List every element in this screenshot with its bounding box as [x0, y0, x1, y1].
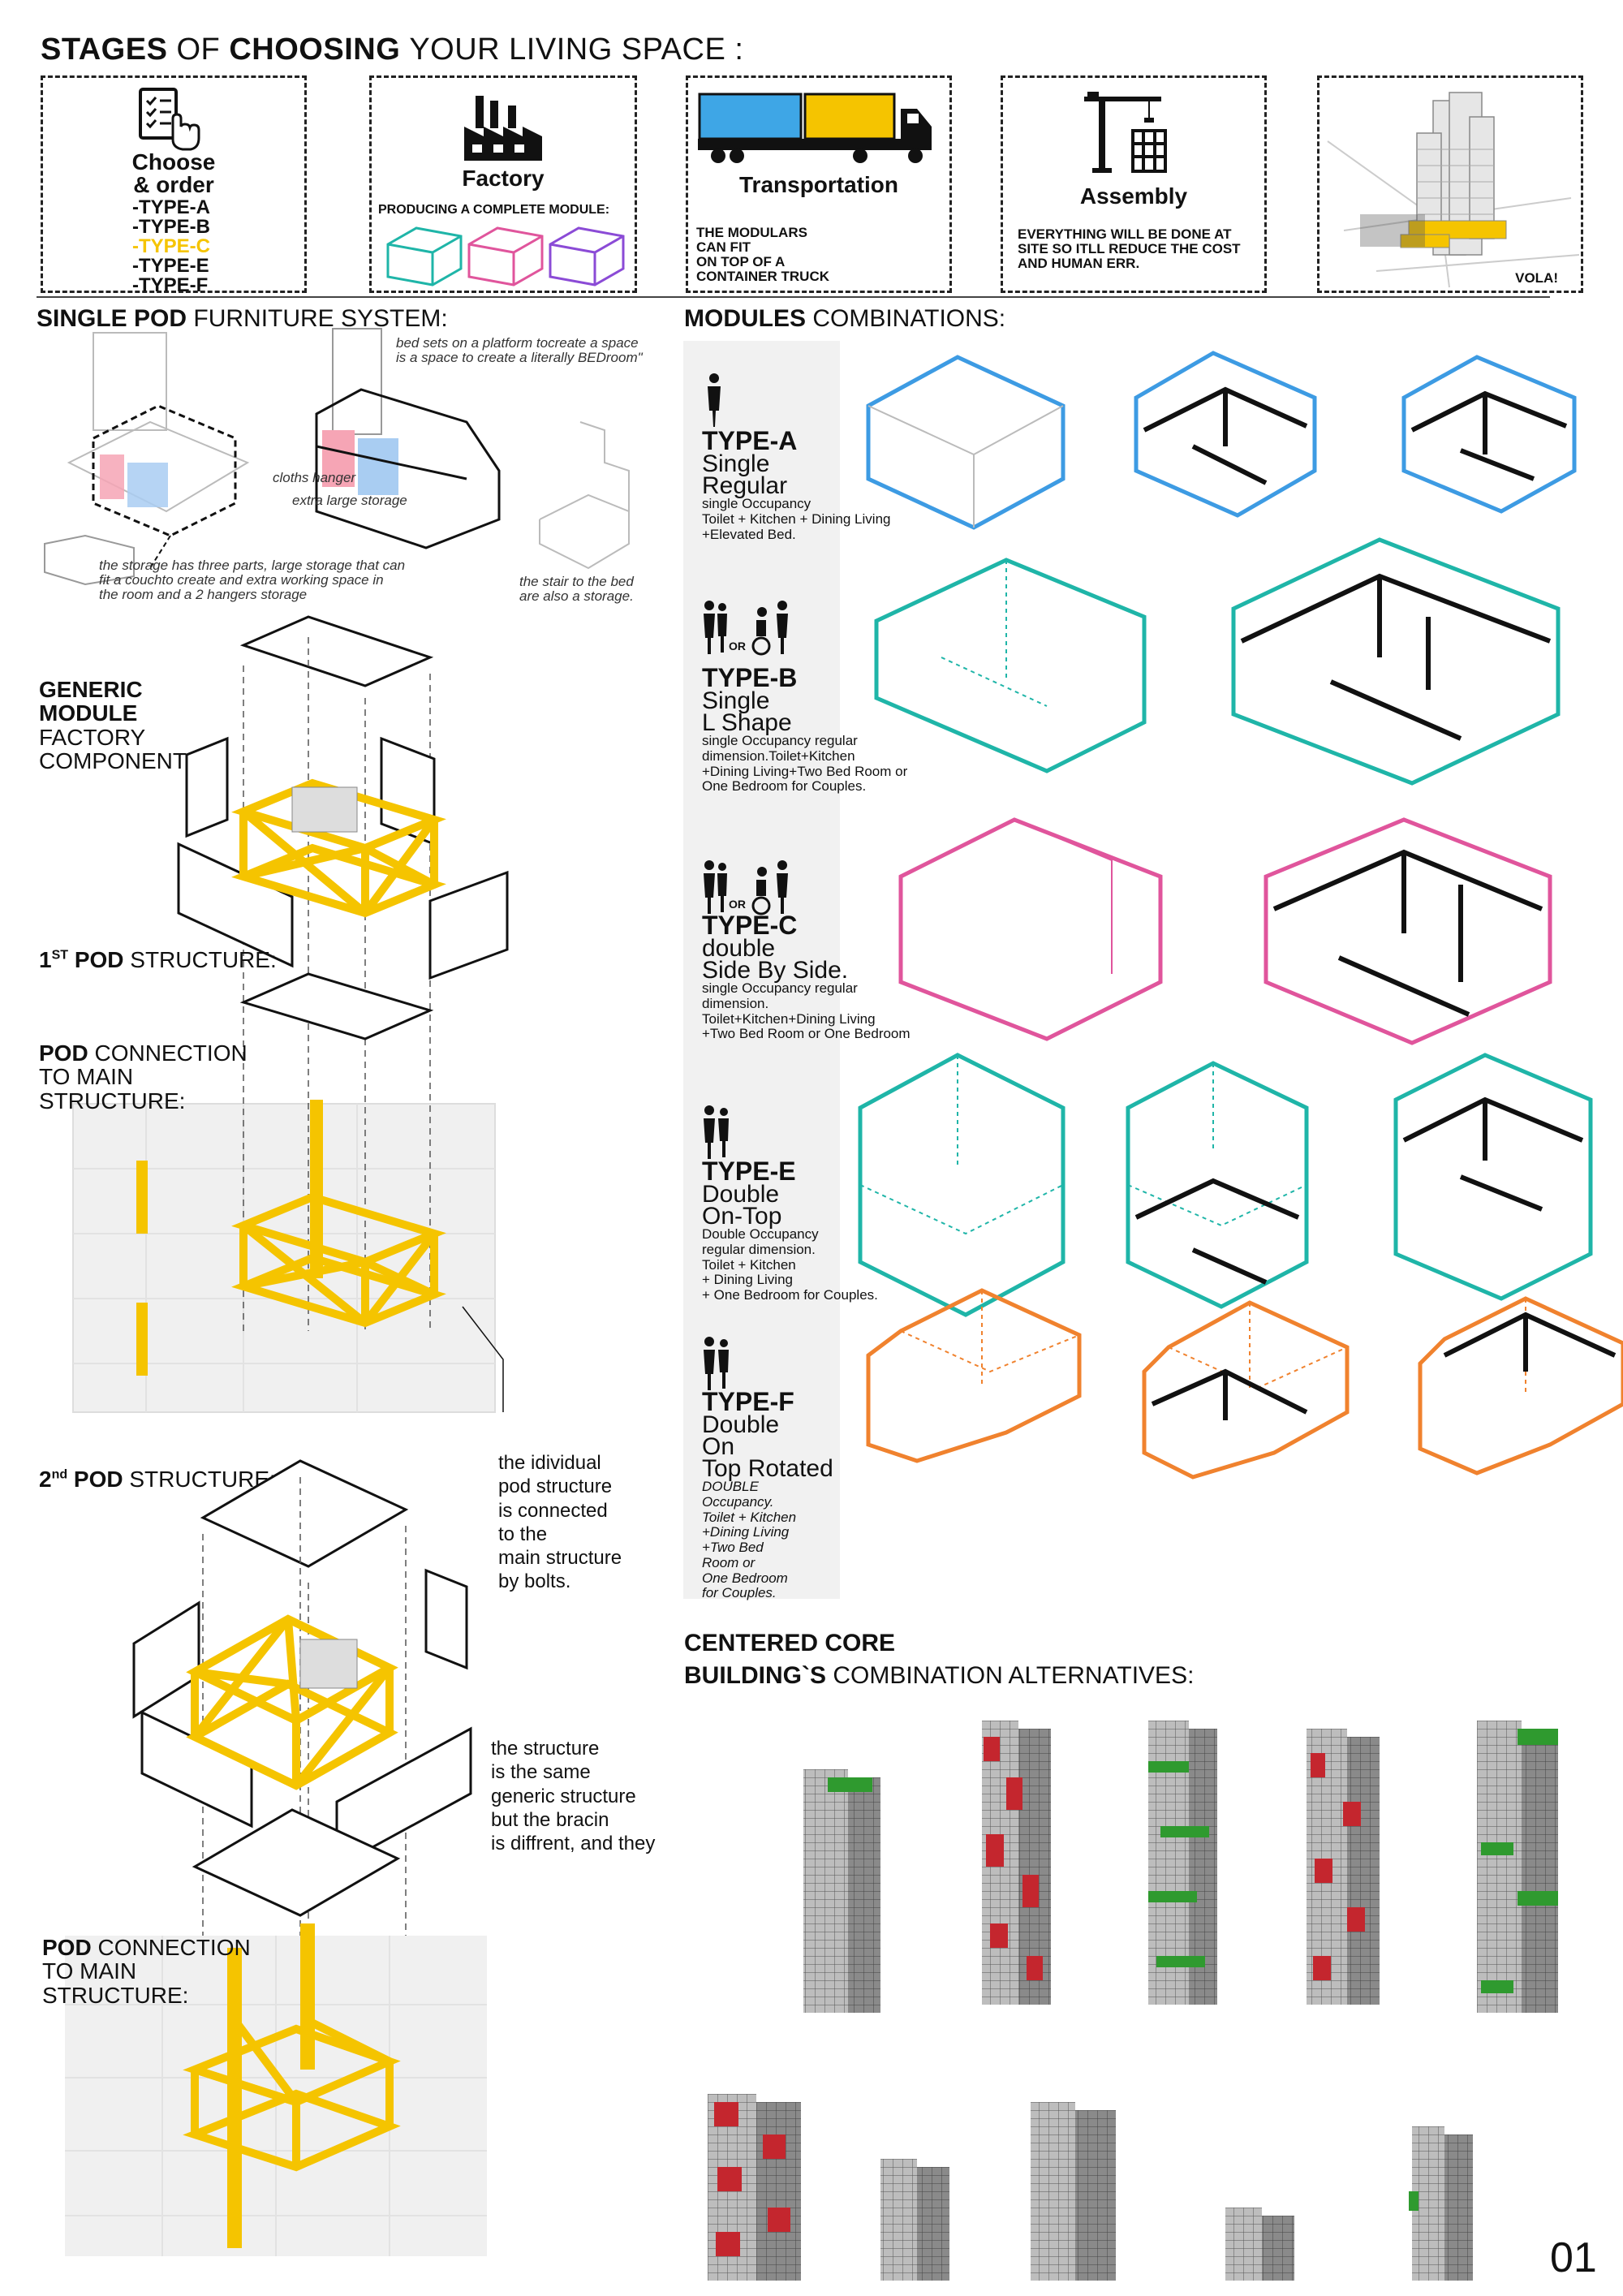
crane-icon [1084, 92, 1167, 173]
type-option[interactable]: -TYPE-B [132, 216, 210, 238]
vola-caption: VOLA! [1515, 270, 1558, 286]
tower-9 [1225, 2208, 1294, 2281]
tower-7 [880, 2159, 949, 2281]
tower-10 [1409, 2126, 1473, 2281]
header-divider [37, 296, 1550, 298]
tower-3 [1148, 1721, 1217, 2005]
pod-furniture-heading: SINGLE POD FURNITURE SYSTEM: [37, 305, 448, 332]
type-option-selected[interactable]: -TYPE-C [132, 235, 210, 257]
checklist-icon [139, 88, 200, 151]
person-icon [708, 373, 721, 427]
pod2-structure-label: 2nd POD STRUCTURE: [39, 1467, 276, 1492]
pod1-structure-label: 1ST POD STRUCTURE: [39, 947, 277, 972]
type-a-text: TYPE-A Single Regular single Occupancy T… [702, 426, 891, 542]
people-icon [704, 601, 788, 656]
factory-icon [464, 96, 542, 161]
type-option[interactable]: -TYPE-F [132, 274, 209, 296]
tower-5 [1477, 1721, 1558, 2013]
generic-module-label: GENERIC MODULE FACTORY COMPONENTS [39, 677, 202, 774]
truck-icon [698, 93, 932, 163]
factory-caption: PRODUCING A COMPLETE MODULE: [378, 203, 610, 217]
tower-2 [982, 1721, 1051, 2005]
note-storage: the storage has three parts, large stora… [99, 558, 406, 602]
note-extra-storage: extra large storage [292, 493, 407, 508]
module-diagrams [858, 351, 1623, 1480]
note-cloths: cloths hanger [273, 470, 356, 485]
type-e-text: TYPE-E Double On-Top Double Occupancy re… [702, 1157, 878, 1303]
stage-choose: Choose& order -TYPE-A -TYPE-B -TYPE-C -T… [41, 75, 307, 295]
type-option[interactable]: -TYPE-E [132, 255, 209, 277]
pod-furniture-diagram [44, 328, 630, 586]
or-label: OR [729, 640, 746, 653]
type-b-text: TYPE-B Single L Shape single Occupancy r… [702, 663, 908, 795]
type-f-text: TYPE-F Double On Top Rotated DOUBLE Occu… [702, 1387, 833, 1601]
couple-icon [704, 1337, 729, 1390]
module-icons [386, 226, 625, 286]
factory-title: Factory [462, 166, 545, 191]
stage-vola: VOLA! [1317, 75, 1583, 293]
tower-4 [1307, 1729, 1380, 2005]
tower-8 [1031, 2102, 1116, 2281]
building-render [1327, 92, 1580, 288]
modules-heading: MODULES COMBINATIONS: [684, 305, 1006, 332]
type-c-text: TYPE-C double Side By Side. single Occup… [702, 911, 911, 1042]
tower-6 [708, 2094, 801, 2281]
page-title: STAGES OF CHOOSING YOUR LIVING SPACE : [41, 32, 744, 67]
choose-title: Choose& order [131, 149, 216, 197]
building-alternatives [708, 1721, 1558, 2281]
building-combinations-heading: BUILDING`S COMBINATION ALTERNATIVES: [684, 1662, 1195, 1689]
couple-icon [704, 1105, 729, 1159]
page-number: 01 [1550, 2234, 1597, 2281]
exploded-pod-2 [65, 1459, 487, 2256]
centered-core-heading: CENTERED CORE [684, 1630, 896, 1656]
transport-title: Transportation [738, 172, 898, 197]
type-list: -TYPE-A -TYPE-B -TYPE-C -TYPE-E -TYPE-F [132, 198, 210, 295]
type-option[interactable]: -TYPE-A [132, 196, 210, 218]
people-icon [704, 860, 788, 915]
exploded-pod-1 [72, 615, 509, 1413]
stage-factory: Factory PRODUCING A COMPLETE MODULE: [369, 75, 637, 293]
or-label: OR [729, 898, 746, 911]
assembly-title: Assembly [1079, 183, 1188, 209]
tower-1 [803, 1769, 880, 2013]
